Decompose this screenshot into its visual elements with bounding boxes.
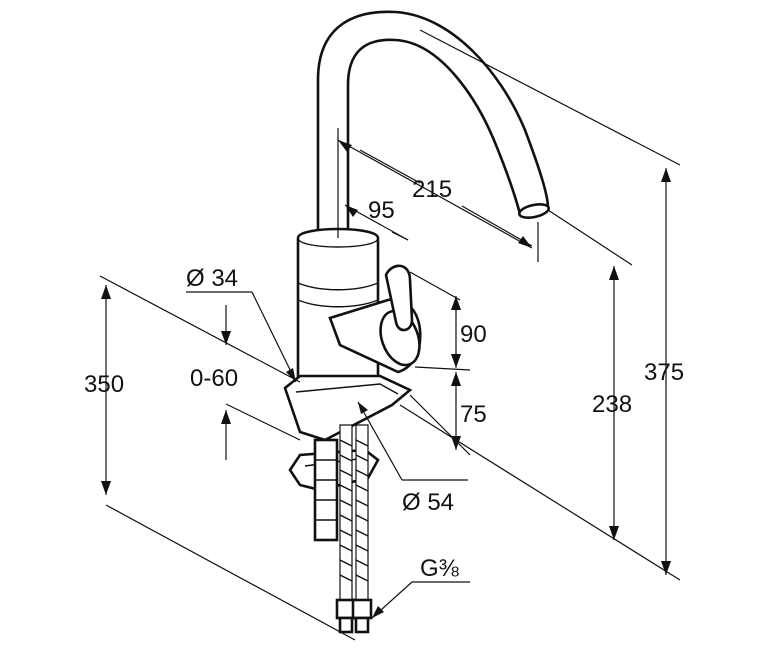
dim-base-diameter: Ø 54: [402, 489, 454, 516]
dim-deck-thickness: 0-60: [190, 365, 238, 392]
dim-lever-height: 90: [460, 321, 487, 348]
faucet-outline: [283, 10, 551, 634]
dim-total-height-left: 350: [84, 371, 124, 398]
dimension-lines: [99, 29, 681, 641]
dim-outlet-height: 238: [592, 391, 632, 418]
dim-connection-thread: G⅜: [420, 555, 460, 582]
dimension-arrows: [101, 140, 671, 618]
dim-total-height: 375: [644, 359, 684, 386]
dim-lever-offset: 95: [368, 197, 395, 224]
dim-body-diameter: Ø 34: [186, 265, 238, 292]
dim-spout-reach: 215: [412, 176, 452, 203]
dim-base-height: 75: [460, 401, 487, 428]
